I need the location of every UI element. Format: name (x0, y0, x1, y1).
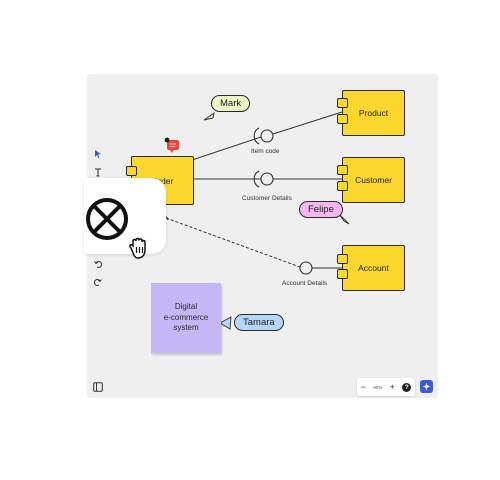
component-order-label: Order (151, 175, 174, 186)
edge-label-account-details: Account Details (282, 280, 328, 287)
sticky-note-line-2: e-commerce (163, 312, 209, 322)
grab-hand-icon (129, 237, 146, 259)
component-account[interactable]: Account (342, 245, 405, 291)
cursor-tag-mark: Mark (211, 95, 251, 112)
interface-customer-details[interactable] (260, 172, 274, 186)
comment-icon[interactable] (164, 137, 179, 153)
component-product-port-top[interactable] (337, 98, 348, 108)
component-product[interactable]: Product (342, 90, 405, 136)
zoom-level[interactable]: 90% (373, 384, 383, 390)
component-account-port-bottom[interactable] (337, 269, 348, 279)
crossed-circle-icon (86, 198, 128, 240)
cursor-mark-pointer-icon (203, 111, 215, 121)
component-product-port-bottom[interactable] (337, 114, 348, 124)
sticky-note[interactable]: Digital e-commerce system (151, 283, 221, 353)
component-order-port[interactable] (126, 166, 137, 176)
text-icon[interactable] (92, 167, 104, 179)
edge-label-customer-details: Customer Details (242, 195, 292, 202)
sticky-note-line-1: Digital (174, 301, 198, 311)
component-account-label: Account (358, 263, 389, 273)
socket-customer-details (253, 170, 260, 188)
zoom-out-button[interactable]: − (360, 382, 366, 392)
undo-icon[interactable] (92, 259, 104, 271)
sticky-note-line-3: system (173, 323, 199, 333)
interface-item-code[interactable] (260, 129, 274, 143)
interface-account-details[interactable] (299, 261, 313, 275)
component-account-port-top[interactable] (337, 254, 348, 264)
edge-label-item-code: Item code (251, 148, 280, 155)
component-customer[interactable]: Customer (342, 157, 405, 203)
cursor-tag-tamara: Tamara (234, 314, 284, 331)
socket-item-code (253, 127, 260, 145)
component-customer-port-bottom[interactable] (337, 181, 348, 191)
zoom-controls: − 90% + ? (357, 378, 415, 396)
component-customer-label: Customer (355, 175, 392, 185)
component-product-label: Product (358, 108, 389, 118)
connector-item-code-product[interactable] (272, 111, 343, 135)
cursor-tag-felipe: Felipe (299, 201, 343, 218)
sparkle-assist-icon[interactable] (420, 380, 433, 393)
cursor-tamara-pointer-icon (219, 316, 232, 330)
zoom-in-button[interactable]: + (389, 382, 395, 392)
connector-order-product[interactable] (191, 136, 262, 161)
component-customer-port-top[interactable] (337, 165, 348, 175)
connector-order-account[interactable] (165, 217, 301, 268)
cursor-felipe-pointer-icon (338, 213, 350, 225)
panel-toggle-icon[interactable] (93, 382, 103, 392)
select-cursor-icon[interactable] (92, 149, 104, 161)
redo-icon[interactable] (92, 277, 104, 289)
help-icon[interactable]: ? (402, 382, 412, 392)
